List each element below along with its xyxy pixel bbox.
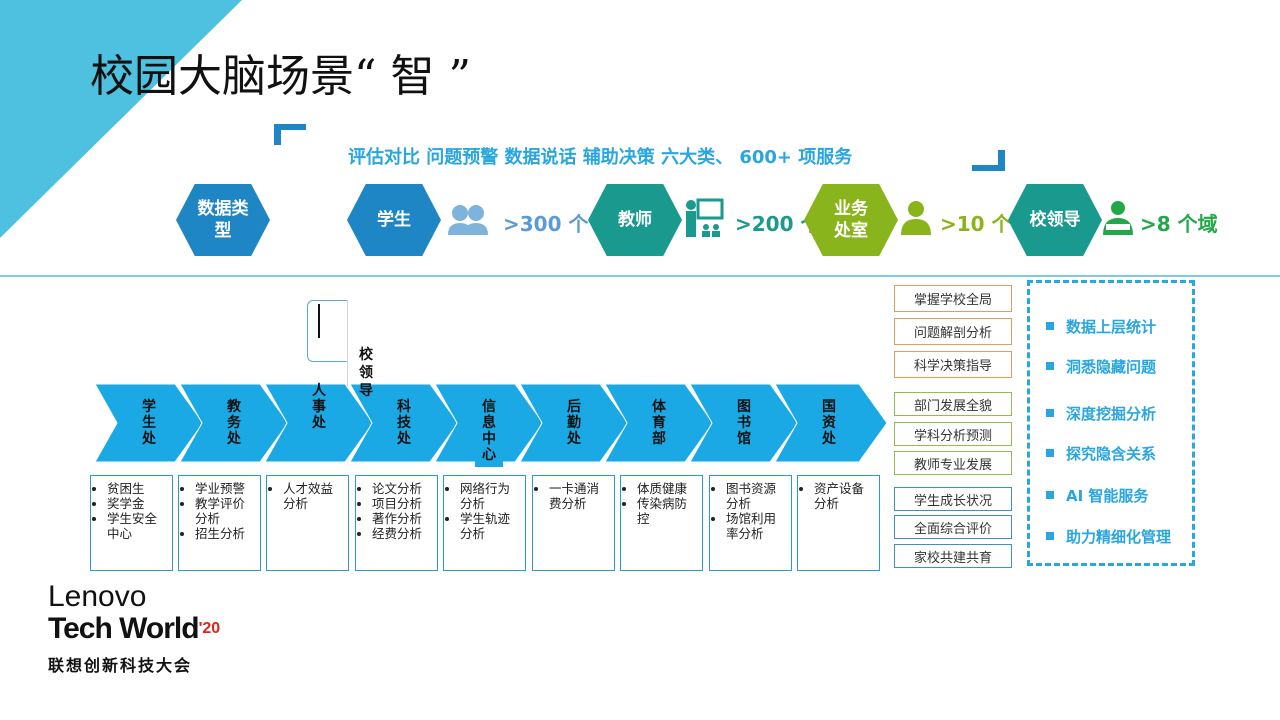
department-hex: 业务处室 [804,184,898,256]
department-arrow: 学生处 [95,384,203,462]
leader-icon [1103,201,1133,235]
department-detail-item: 网络行为分析 [460,481,522,511]
logo-cn: 联想创新科技大会 [48,656,193,675]
department-arrow: 国资处 [775,384,887,462]
department-detail-box: 一卡通消费分析 [532,475,615,571]
service-dept-2: 学科分析预测 [894,422,1012,446]
teacher-icon [686,198,724,237]
department-detail-item: 图书资源分析 [726,481,788,511]
leader-callout-bar [318,304,320,338]
department-detail-item: 经费分析 [372,526,434,541]
department-detail-item: 学生安全中心 [107,511,169,541]
department-detail-box: 论文分析项目分析著作分析经费分析 [355,475,438,571]
students-icon [448,205,488,235]
department-arrow: 后勤处 [520,384,628,462]
department-name: 信息中心 [475,395,503,467]
corner-triangle [0,0,242,238]
department-arrow: 信息中心 [435,384,543,467]
department-detail-item: 项目分析 [372,496,434,511]
service-student-1: 学生成长状况 [894,487,1012,511]
department-detail-item: 奖学金 [107,496,169,511]
department-detail-box: 人才效益分析 [266,475,349,571]
bracket-top-left [274,124,306,145]
department-detail-item: 体质健康 [637,481,699,496]
department-detail-item: 传染病防控 [637,496,699,526]
service-leader-2: 问题解剖分析 [894,318,1012,345]
leader-hex: 校领导 [1008,184,1102,256]
department-detail-box: 体质健康传染病防控 [620,475,703,571]
department-detail-box: 学业预警教学评价分析招生分析 [178,475,261,571]
department-detail-item: 贫困生 [107,481,169,496]
logo: Lenovo Tech World'20 联想创新科技大会 [48,582,220,676]
service-student-2: 全面综合评价 [894,515,1012,539]
logo-year: '20 [198,620,221,637]
department-detail-box: 资产设备分析 [797,475,880,571]
department-detail-item: 资产设备分析 [814,481,876,511]
department-detail-box: 图书资源分析场馆利用率分析 [709,475,792,571]
service-student-3: 家校共建共育 [894,544,1012,568]
benefit-item: 洞悉隐藏问题 [1046,356,1156,377]
logo-line1: Lenovo [48,580,147,613]
department-detail-item: 招生分析 [195,526,257,541]
benefit-item: 探究隐含关系 [1046,443,1156,464]
staff-icon [901,201,931,235]
benefit-item: AI 智能服务 [1046,485,1148,506]
service-leader-1: 掌握学校全局 [894,285,1012,312]
department-detail-item: 论文分析 [372,481,434,496]
department-detail-item: 场馆利用率分析 [726,511,788,541]
department-detail-box: 网络行为分析学生轨迹分析 [443,475,526,571]
department-arrow: 人事处 [265,383,373,462]
department-name: 教务处 [227,399,241,447]
department-name: 图书馆 [737,399,751,447]
department-arrow: 体育部 [605,384,713,462]
teacher-hex: 教师 [588,184,682,256]
leader-count: >8 个域 [1140,212,1218,236]
department-detail-item: 学业预警 [195,481,257,496]
data-type-hex: 数据类型 [176,184,270,256]
service-dept-3: 教师专业发展 [894,451,1012,475]
department-name: 后勤处 [567,399,581,447]
service-dept-1: 部门发展全貌 [894,392,1012,416]
service-leader-3: 科学决策指导 [894,351,1012,378]
department-name: 科技处 [397,399,411,447]
subtitle: 评估对比 问题预警 数据说话 辅助决策 六大类、 600+ 项服务 [348,147,853,168]
benefit-item: 深度挖掘分析 [1046,403,1156,424]
department-detail-item: 教学评价分析 [195,496,257,526]
student-count: >300 个 [503,212,589,236]
benefit-item: 助力精细化管理 [1046,526,1171,547]
divider-line [0,275,1280,277]
department-name: 国资处 [822,399,836,447]
department-count: >10 个 [940,212,1012,236]
department-detail-item: 一卡通消费分析 [549,481,611,511]
department-arrow: 图书馆 [690,384,798,462]
department-detail-item: 著作分析 [372,511,434,526]
department-arrow: 教务处 [180,384,288,462]
student-hex: 学生 [347,184,441,256]
benefits-frame [1027,280,1195,566]
logo-line2: Tech World [48,612,200,645]
department-name: 学生处 [142,399,156,447]
leader-callout-label: 校领导 [359,347,373,399]
department-name: 人事处 [312,383,326,431]
benefit-item: 数据上层统计 [1046,316,1156,337]
department-detail-box: 贫困生奖学金学生安全中心 [90,475,173,571]
department-name: 体育部 [652,399,666,447]
bracket-bottom-right [972,150,1005,171]
page-title: 校园大脑场景“ 智 ” [90,51,471,102]
department-detail-item: 人才效益分析 [283,481,345,511]
department-arrow: 科技处 [350,384,458,462]
department-detail-item: 学生轨迹分析 [460,511,522,541]
